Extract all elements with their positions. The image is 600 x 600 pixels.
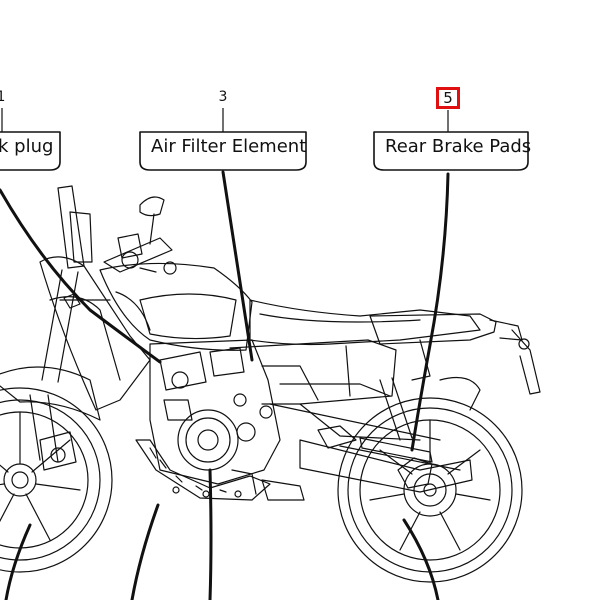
callout-ticks <box>1 108 449 132</box>
callout-number-3: 3 <box>218 89 228 105</box>
callout-label-rear-brake-pads: Rear Brake Pads <box>385 136 532 157</box>
callout-bracket-1 <box>0 131 61 171</box>
leader-line-bottom-3 <box>402 518 440 600</box>
front-fork <box>29 269 111 471</box>
leader-line-bottom-1 <box>130 503 160 600</box>
callout-number-5-highlighted: 5 <box>436 87 460 109</box>
callout-bracket-3 <box>139 131 307 171</box>
leader-lines <box>0 170 450 600</box>
mirror <box>139 196 165 245</box>
motorcycle-illustration <box>0 185 541 583</box>
rear-shock <box>379 377 481 441</box>
leader-line-1 <box>0 188 162 364</box>
engine <box>149 339 281 495</box>
leader-line-5 <box>410 172 450 452</box>
front-wheel <box>0 387 113 573</box>
fairing <box>39 185 151 411</box>
leader-line-bottom-2 <box>208 468 213 600</box>
footpeg <box>261 425 357 501</box>
frame <box>229 339 441 441</box>
fuel-tank <box>99 261 253 351</box>
leader-line-bottom-4 <box>4 523 32 600</box>
callout-number-1: 1 <box>0 89 6 105</box>
swingarm <box>299 437 473 493</box>
skid-plate <box>135 439 271 501</box>
seat <box>249 299 481 346</box>
rear-wheel <box>337 397 523 583</box>
leader-line-3 <box>221 170 254 362</box>
front-fender <box>0 366 101 421</box>
callout-label-spark-plug: k plug <box>0 136 54 157</box>
callout-brackets <box>0 131 529 171</box>
callout-bracket-5 <box>373 131 529 171</box>
callout-label-air-filter-element: Air Filter Element <box>151 136 307 157</box>
handlebar <box>103 233 173 273</box>
